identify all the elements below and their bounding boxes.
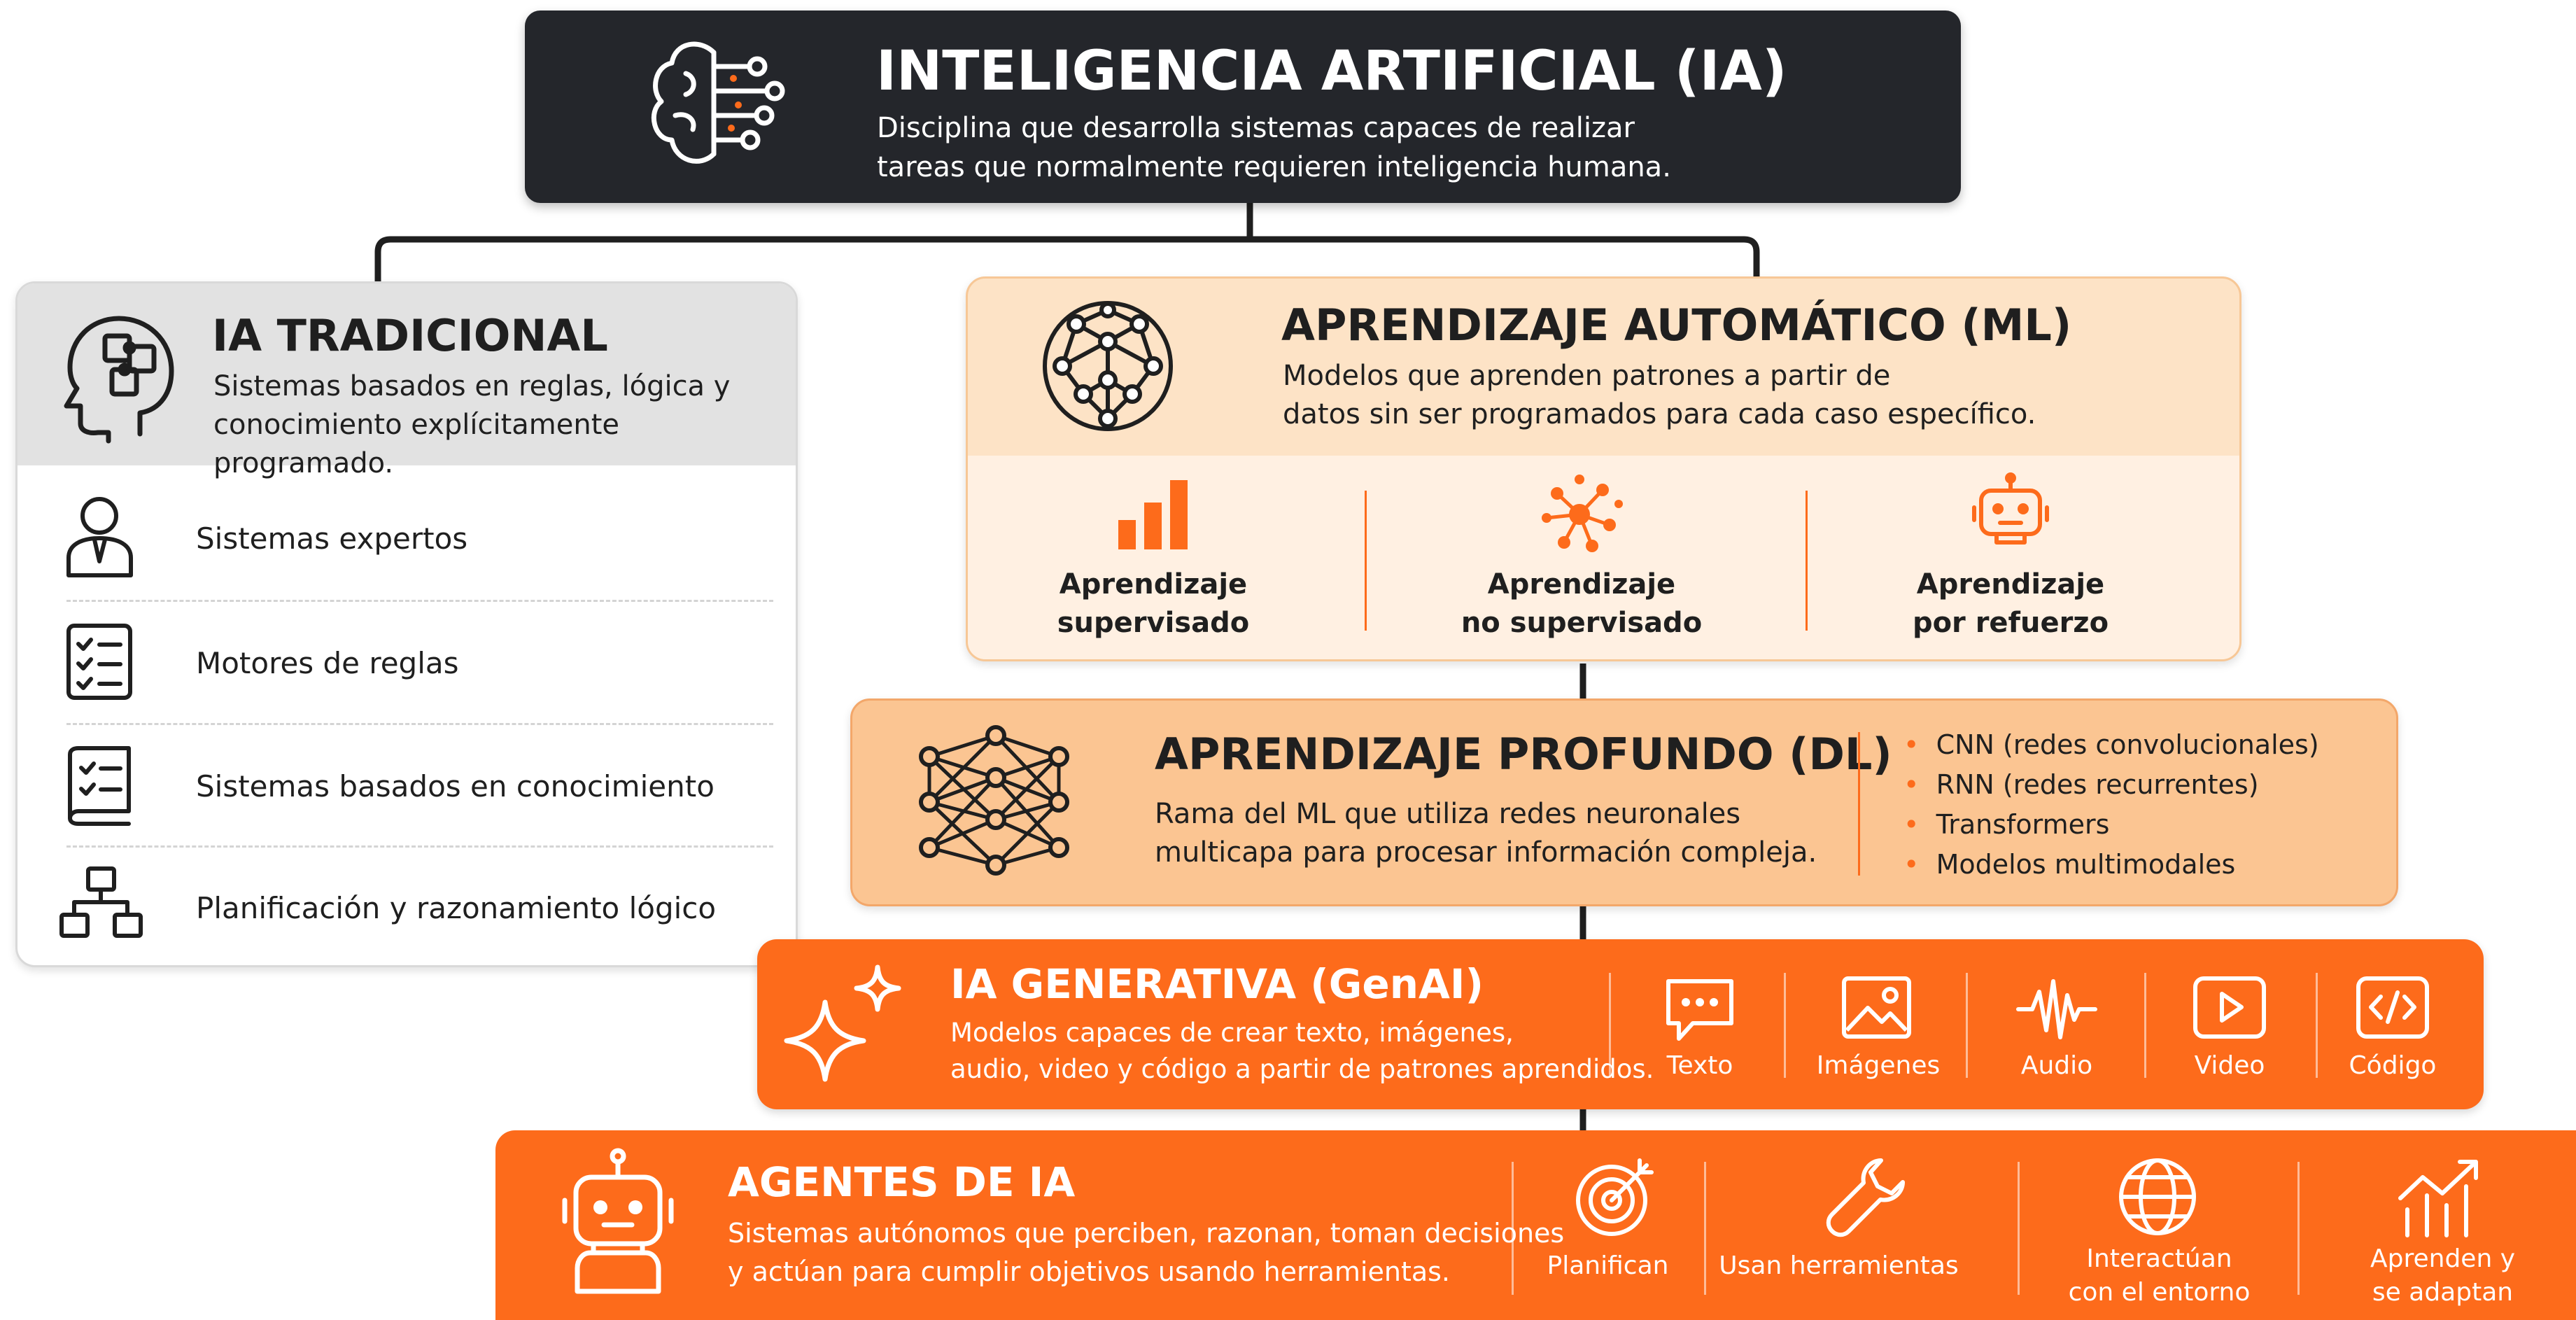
ml-type-divider (1806, 491, 1808, 631)
dl-bullet: • RNN (redes recurrentes) (1903, 769, 2259, 800)
item-divider (66, 723, 773, 725)
dl-description: Rama del ML que utiliza redes neuronales… (1155, 798, 1817, 869)
traditional-title: IA TRADICIONAL (212, 310, 608, 361)
robot-icon (1972, 472, 2049, 545)
dl-bullet-text: Modelos multimodales (1936, 849, 2236, 880)
growth-chart-icon (2398, 1160, 2478, 1237)
ml-box: APRENDIZAJE AUTOMÁTICO (ML) Modelos que … (966, 276, 2241, 661)
dl-bullet: • Modelos multimodales (1903, 849, 2236, 880)
agents-divider (2018, 1162, 2020, 1295)
ml-type-label: Aprendizaje supervisado (1057, 568, 1250, 639)
brain-circuit-icon (651, 41, 785, 164)
dl-box: APRENDIZAJE PROFUNDO (DL) Rama del ML qu… (850, 698, 2398, 906)
dl-title: APRENDIZAJE PROFUNDO (DL) (1155, 729, 1892, 780)
sparkle-icon (784, 964, 901, 1082)
genai-output-label: Código (2349, 1051, 2437, 1080)
dl-bullet: • Transformers (1903, 809, 2110, 840)
puzzle-head-icon (64, 316, 174, 444)
genai-divider (1966, 973, 1968, 1078)
checklist-icon (66, 624, 132, 700)
agent-robot-icon (562, 1148, 674, 1294)
chat-bubble-icon (1666, 979, 1733, 1041)
genai-description: Modelos capaces de crear texto, imágenes… (950, 1018, 1654, 1084)
traditional-item-label: Sistemas expertos (196, 521, 468, 556)
code-icon (2356, 976, 2429, 1039)
agents-description: Sistemas autónomos que perciben, razonan… (728, 1218, 1565, 1287)
genai-divider (2316, 973, 2318, 1078)
ai-to-branches-connector (374, 203, 1760, 283)
agents-box: AGENTES DE IA Sistemas autónomos que per… (495, 1130, 2576, 1320)
neural-network-icon (1043, 301, 1173, 431)
traditional-item-label: Sistemas basados en conocimiento (196, 769, 715, 803)
ai-title: INTELIGENCIA ARTIFICIAL (IA) (876, 40, 1787, 103)
agents-capability-label: Interactúan con el entorno (2068, 1244, 2251, 1307)
traditional-item-label: Motores de reglas (196, 646, 459, 680)
agents-capability-label: Aprenden y se adaptan (2370, 1244, 2516, 1307)
genai-output-label: Video (2194, 1051, 2265, 1080)
agents-capability-label: Usan herramientas (1719, 1251, 1959, 1280)
genai-divider (1609, 973, 1611, 1078)
traditional-description: Sistemas basados en reglas, lógica y con… (213, 370, 731, 479)
hierarchy-icon (59, 866, 143, 938)
item-divider (66, 845, 773, 848)
play-icon (2193, 976, 2266, 1039)
genai-output-label: Imágenes (1816, 1051, 1941, 1080)
dl-bullet-list: • CNN (redes convolucionales) • RNN (red… (1903, 725, 2319, 885)
dl-bullet-text: RNN (redes recurrentes) (1936, 769, 2259, 800)
genai-box: IA GENERATIVA (GenAI) Modelos capaces de… (757, 939, 2484, 1109)
traditional-item-label: Planificación y razonamiento lógico (196, 891, 717, 925)
target-icon (1576, 1158, 1654, 1236)
ml-type-label: Aprendizaje por refuerzo (1912, 568, 2109, 639)
item-divider (66, 600, 773, 602)
expert-person-icon (66, 497, 133, 577)
ml-description: Modelos que aprenden patrones a partir d… (1283, 360, 2036, 430)
genai-output-label: Texto (1666, 1051, 1733, 1080)
waveform-icon (2016, 979, 2097, 1039)
wrench-icon (1826, 1158, 1905, 1237)
traditional-header (17, 283, 796, 465)
genai-divider (2144, 973, 2146, 1078)
genai-output-label: Audio (2020, 1051, 2093, 1080)
cluster-icon (1542, 475, 1623, 552)
genai-title: IA GENERATIVA (GenAI) (950, 960, 1484, 1008)
ai-box: INTELIGENCIA ARTIFICIAL (IA) Disciplina … (525, 10, 1961, 203)
dl-divider (1858, 732, 1860, 876)
knowledge-book-icon (68, 746, 131, 826)
ml-type-label: Aprendizaje no supervisado (1461, 568, 1703, 639)
agents-divider (2297, 1162, 2300, 1295)
bar-chart-icon (1118, 480, 1188, 549)
ai-description: Disciplina que desarrolla sistemas capac… (877, 112, 1671, 183)
agents-divider (1704, 1162, 1706, 1295)
traditional-ai-panel: IA TRADICIONAL Sistemas basados en regla… (15, 281, 798, 967)
agents-title: AGENTES DE IA (728, 1158, 1076, 1206)
ml-type-divider (1365, 491, 1367, 631)
dl-bullet-text: Transformers (1936, 809, 2110, 840)
genai-divider (1784, 973, 1786, 1078)
globe-icon (2119, 1158, 2196, 1235)
agents-capability-label: Planifican (1547, 1251, 1669, 1280)
agents-divider (1512, 1162, 1514, 1295)
ml-title: APRENDIZAJE AUTOMÁTICO (ML) (1281, 300, 2072, 351)
dl-bullet-text: CNN (redes convolucionales) (1936, 729, 2319, 760)
deep-network-icon (919, 725, 1069, 876)
dl-bullet: • CNN (redes convolucionales) (1903, 729, 2319, 760)
image-icon (1842, 976, 1911, 1039)
